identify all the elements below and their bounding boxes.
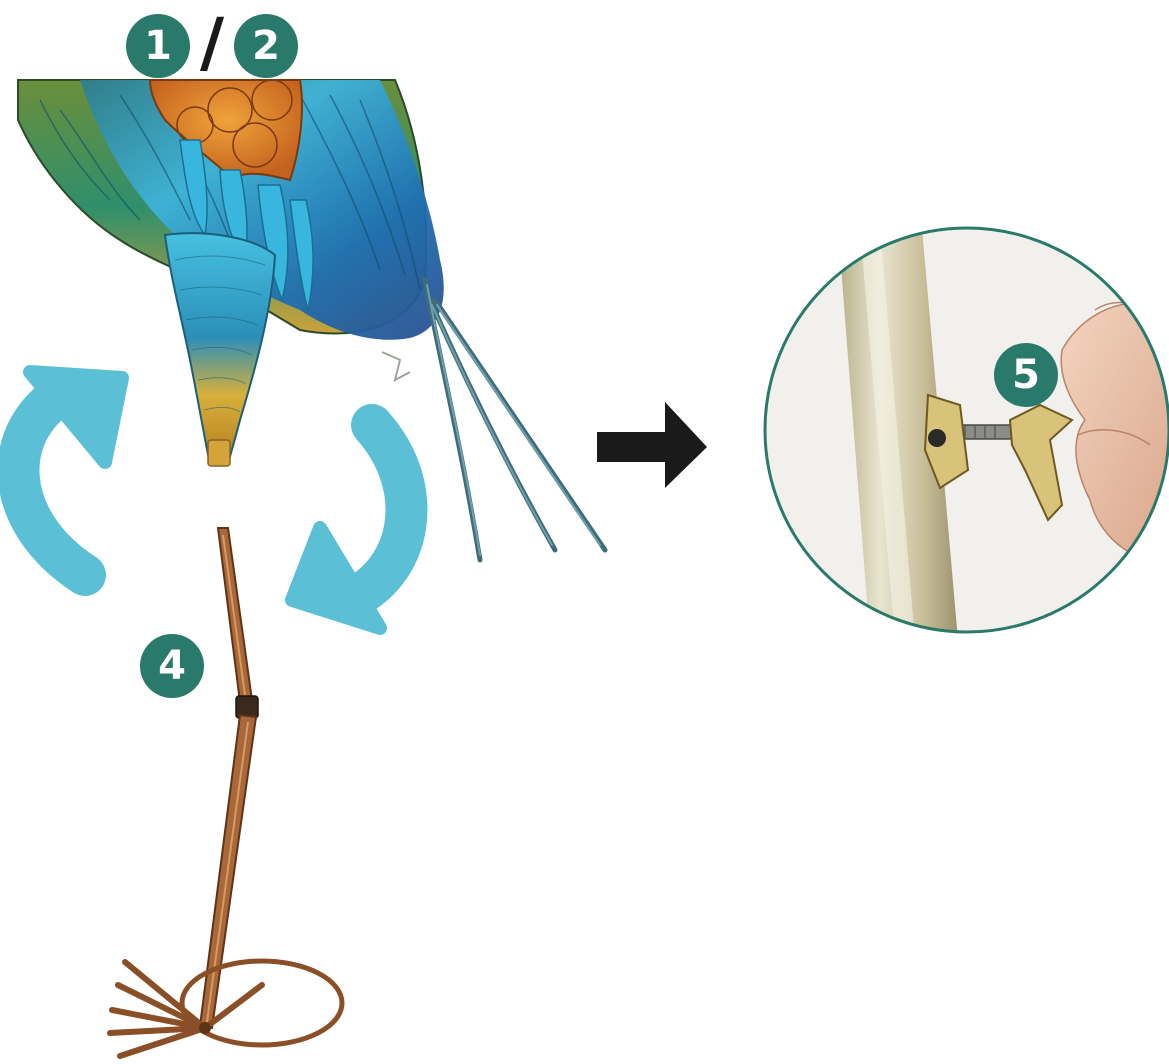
step-badge-4: 4 [140,634,204,698]
arrow-right-icon [597,402,707,488]
step-badge-1: 1 [126,14,190,78]
inset-detail-wingnut [760,220,1169,640]
peacock-body [18,80,605,560]
step-badge-5: 5 [994,343,1058,407]
rotate-counterclockwise-icon [18,372,122,575]
rotate-clockwise-icon [292,425,406,628]
step-separator: / [200,10,224,76]
step-badge-2: 2 [234,14,298,78]
